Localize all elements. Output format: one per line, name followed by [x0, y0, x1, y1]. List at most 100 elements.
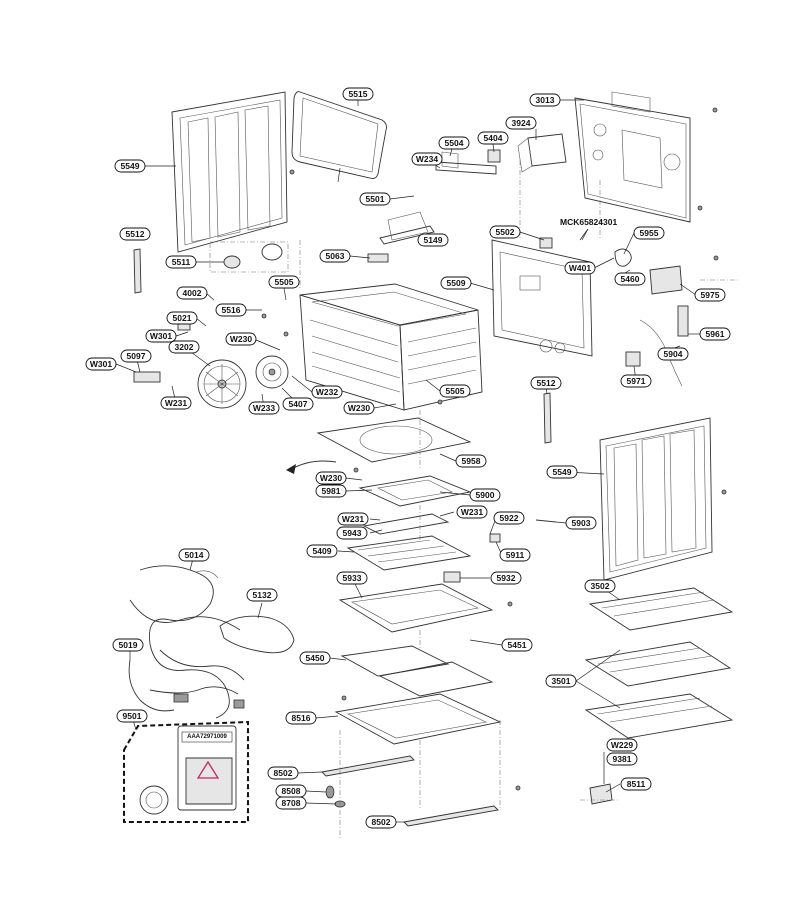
svg-text:5516: 5516 — [222, 305, 241, 315]
bracket-box — [517, 133, 567, 173]
callout: 5460 — [614, 272, 646, 286]
cavity-rear-wall — [491, 239, 593, 357]
svg-text:5450: 5450 — [306, 653, 325, 663]
callout: 5097 — [120, 349, 152, 363]
callout: 5904 — [657, 347, 689, 361]
svg-text:5975: 5975 — [701, 290, 720, 300]
svg-text:3202: 3202 — [175, 342, 194, 352]
callout: W234 — [411, 152, 443, 166]
callout: 5407 — [282, 397, 314, 411]
callout: 5509 — [440, 276, 472, 290]
svg-text:8502: 8502 — [274, 768, 293, 778]
callout: 5404 — [477, 131, 509, 145]
callout: 3013 — [529, 93, 561, 107]
svg-text:W401: W401 — [569, 263, 591, 273]
svg-text:8508: 8508 — [282, 786, 301, 796]
callout: 9381 — [606, 752, 638, 766]
callout: 5014 — [178, 548, 210, 562]
callout: W231 — [337, 512, 369, 526]
svg-text:8511: 8511 — [627, 779, 646, 789]
svg-text:5900: 5900 — [476, 490, 495, 500]
callout: W301 — [85, 357, 117, 371]
svg-text:5933: 5933 — [343, 573, 362, 583]
kit-code-label: AAA72971009 — [181, 731, 233, 743]
callout: W232 — [311, 385, 343, 399]
svg-text:5515: 5515 — [349, 89, 368, 99]
svg-text:5958: 5958 — [462, 456, 481, 466]
callout: W401 — [564, 261, 596, 275]
convection-fan — [197, 359, 247, 409]
callout: 5958 — [455, 454, 487, 468]
callout: W231 — [456, 505, 488, 519]
svg-text:5922: 5922 — [500, 513, 519, 523]
callout: 4002 — [176, 286, 208, 300]
callout: 3202 — [168, 340, 200, 354]
svg-text:5501: 5501 — [366, 194, 385, 204]
callout: 8708 — [275, 796, 307, 810]
lamp-socket — [209, 241, 289, 273]
callout: 5961 — [699, 327, 731, 341]
callout: 5132 — [246, 588, 278, 602]
svg-text:5019: 5019 — [119, 640, 138, 650]
svg-text:5505: 5505 — [275, 277, 294, 287]
svg-text:5460: 5460 — [621, 274, 640, 284]
callout: 5021 — [166, 311, 198, 325]
callout: 5549 — [546, 465, 578, 479]
callout: 5450 — [299, 651, 331, 665]
svg-text:5943: 5943 — [343, 528, 362, 538]
svg-text:5404: 5404 — [484, 133, 503, 143]
right-side-panel — [599, 417, 713, 581]
svg-text:8708: 8708 — [282, 798, 301, 808]
svg-text:5961: 5961 — [706, 329, 725, 339]
svg-text:5512: 5512 — [537, 378, 556, 388]
callout: W229 — [606, 738, 638, 752]
svg-text:3013: 3013 — [536, 95, 555, 105]
callout: 5516 — [215, 303, 247, 317]
callout: 5504 — [438, 136, 470, 150]
svg-text:5549: 5549 — [553, 467, 572, 477]
callout: 5502 — [489, 225, 521, 239]
svg-text:5132: 5132 — [253, 590, 272, 600]
svg-text:5021: 5021 — [173, 313, 192, 323]
svg-text:5512: 5512 — [126, 229, 145, 239]
callout: 3924 — [505, 116, 537, 130]
callout: 8502 — [365, 815, 397, 829]
callout: 5512 — [119, 227, 151, 241]
callout: 3501 — [545, 674, 577, 688]
callout: 5549 — [114, 159, 146, 173]
callout: 5933 — [336, 571, 368, 585]
svg-text:5451: 5451 — [508, 640, 527, 650]
callout: 5975 — [694, 288, 726, 302]
svg-text:9501: 9501 — [123, 711, 142, 721]
svg-text:8502: 8502 — [372, 817, 391, 827]
svg-text:5407: 5407 — [289, 399, 308, 409]
svg-text:9381: 9381 — [613, 754, 632, 764]
left-side-panel — [171, 91, 288, 253]
oven-cavity — [299, 283, 483, 411]
callout: 5063 — [319, 249, 351, 263]
svg-text:W230: W230 — [230, 334, 252, 344]
svg-text:W301: W301 — [90, 359, 112, 369]
callout: 5451 — [501, 638, 533, 652]
svg-text:5911: 5911 — [506, 550, 525, 560]
svg-text:5904: 5904 — [664, 349, 683, 359]
callout: 8508 — [275, 784, 307, 798]
svg-text:5505: 5505 — [446, 386, 465, 396]
svg-text:5971: 5971 — [627, 376, 646, 386]
svg-text:5981: 5981 — [322, 486, 341, 496]
convection-heater — [255, 355, 289, 389]
kit-package — [123, 720, 249, 823]
callout: 5903 — [565, 516, 597, 530]
svg-text:W230: W230 — [320, 473, 342, 483]
cavity-bottom — [316, 417, 472, 463]
svg-text:5509: 5509 — [447, 278, 466, 288]
callout: 5943 — [336, 526, 368, 540]
callout-labels: 5515 5549 3013 3924 5404 5504 W234 5501 … — [85, 87, 731, 829]
svg-text:W231: W231 — [165, 398, 187, 408]
callout: 5911 — [499, 548, 531, 562]
callout: 5955 — [633, 226, 665, 240]
svg-text:5504: 5504 — [445, 138, 464, 148]
svg-text:5549: 5549 — [121, 161, 140, 171]
callout: 5512 — [530, 376, 562, 390]
callout: 5900 — [469, 488, 501, 502]
